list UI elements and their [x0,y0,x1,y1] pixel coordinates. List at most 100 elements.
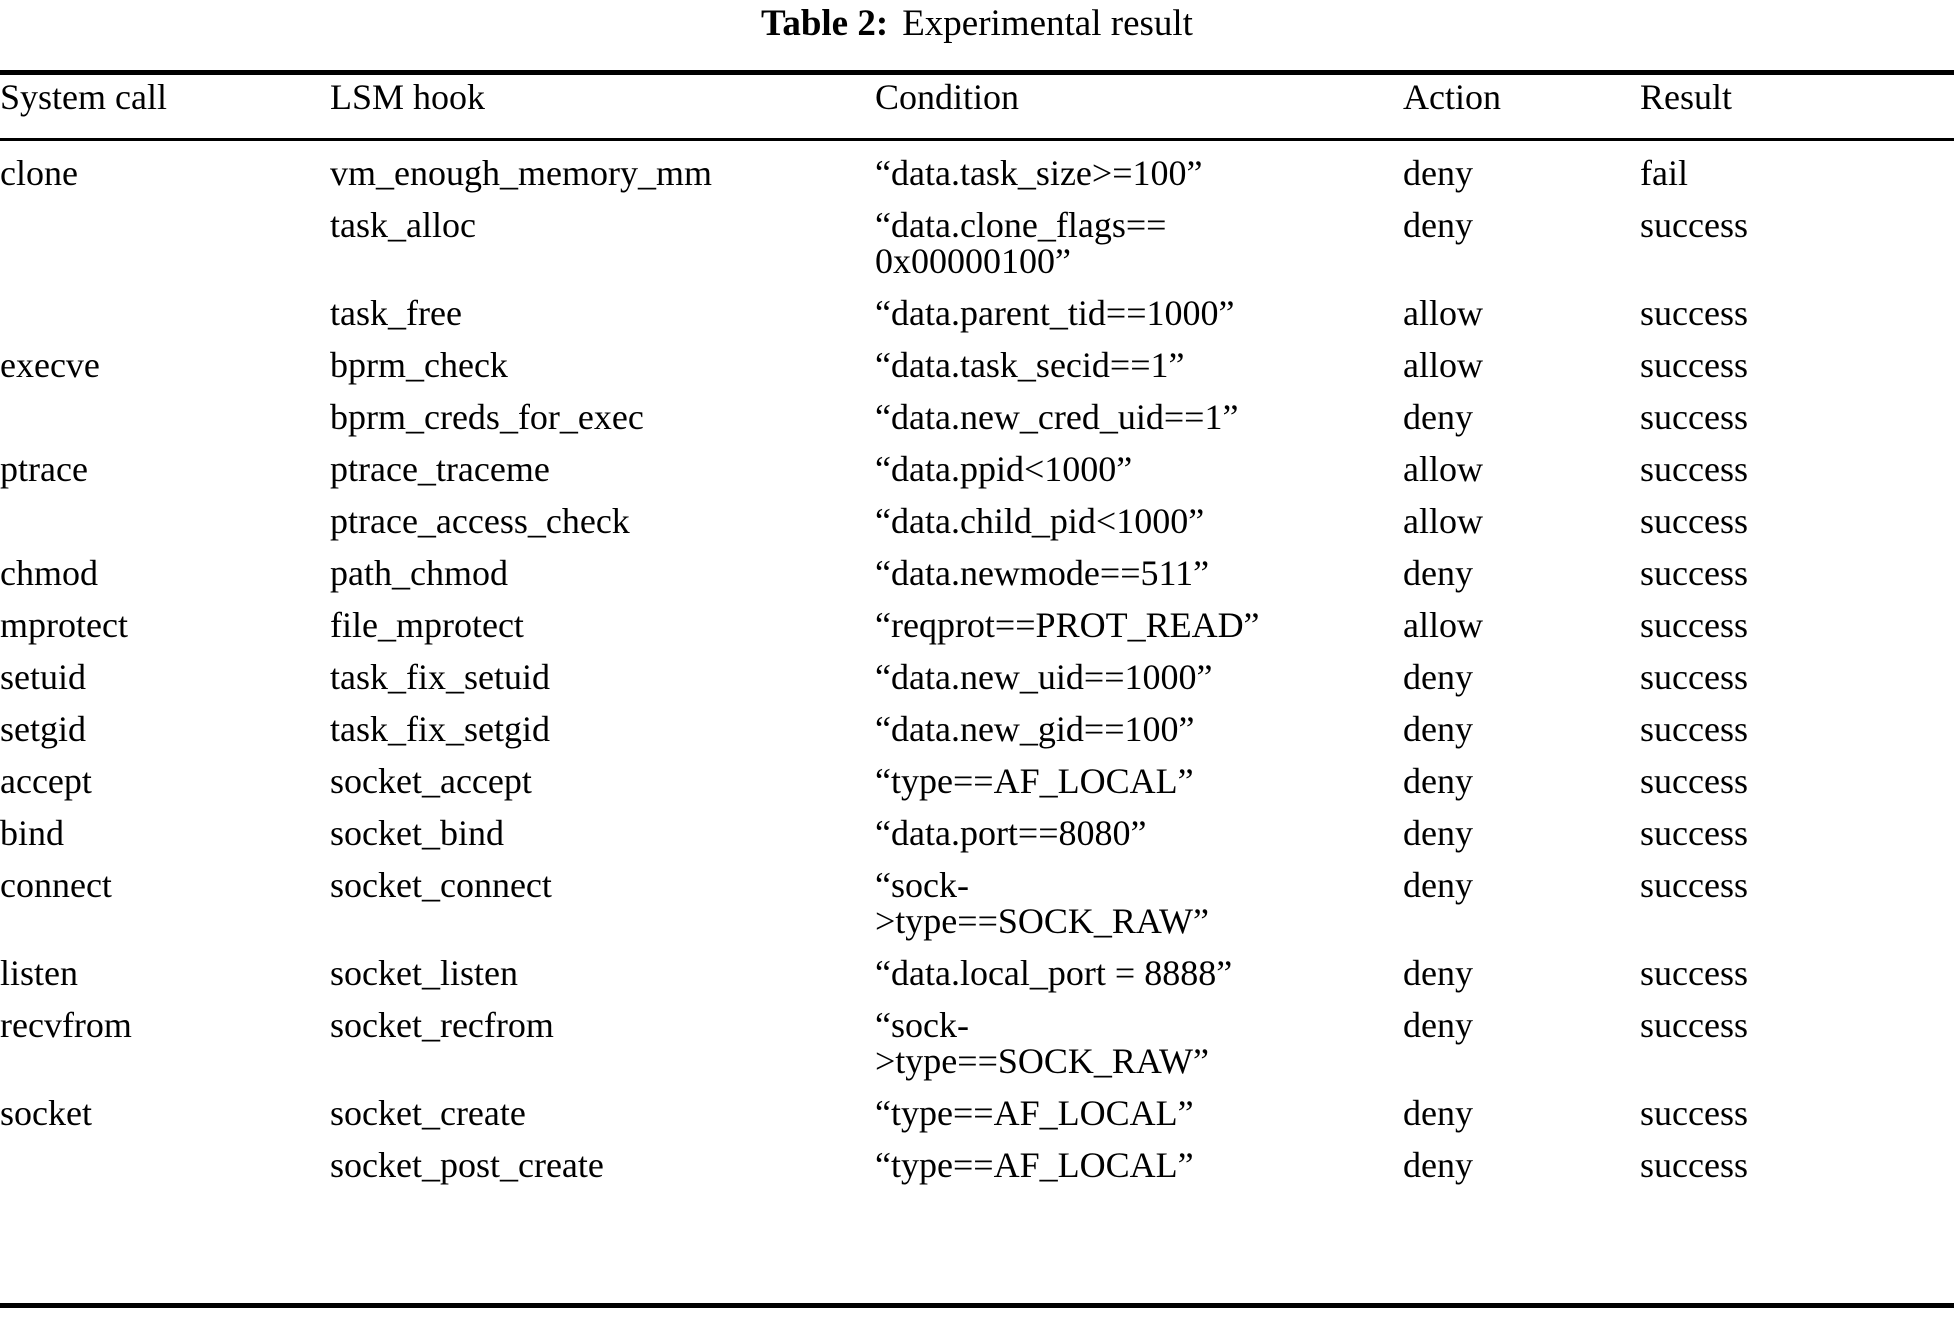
cell-action: deny [1403,953,1473,993]
cell-result: success [1640,761,1748,801]
cell-condition: “type==AF_LOCAL” [875,1093,1194,1133]
cell-system-call: bind [0,813,65,853]
cell-lsm-hook: task_fix_setuid [330,657,550,697]
caption-text: Experimental result [902,3,1193,44]
cell-system-call: ptrace [0,449,88,489]
cell-condition: “type==AF_LOCAL” [875,1145,1194,1185]
caption-label: Table 2: [761,3,889,44]
table-rule-bottom [0,1303,1954,1308]
cell-system-call: socket [0,1093,92,1133]
table-row: ptrace ptrace_traceme “data.ppid<1000” allo… [0,443,1954,495]
table-header: System call LSM hook Condition Action Re… [0,74,1954,143]
cell-system-call [0,287,330,339]
cell-system-call: mprotect [0,605,128,645]
table-row: chmod path_chmod “data.newmode==511” deny su… [0,547,1954,599]
cell-result: success [1640,1145,1748,1185]
cell-lsm-hook: socket_connect [330,865,552,905]
cell-action: deny [1403,865,1473,905]
table-row: listen socket_listen “data.local_port = 88… [0,947,1954,999]
cell-system-call [0,495,330,547]
cell-result: success [1640,709,1748,749]
cell-system-call [0,199,330,287]
cell-system-call: execve [0,345,100,385]
cell-condition: “data.ppid<1000” [875,449,1133,489]
table-rule-top [0,70,1954,75]
cell-system-call: connect [0,865,112,905]
cell-action: deny [1403,709,1473,749]
cell-condition: “data.clone_flags== 0x00000100” [875,205,1167,281]
cell-lsm-hook: vm_enough_memory_mm [330,153,712,193]
cell-condition: “sock- >type==SOCK_RAW” [875,1005,1210,1081]
cell-action: deny [1403,553,1473,593]
cell-action: allow [1403,345,1483,385]
cell-condition: “data.new_uid==1000” [875,657,1213,697]
cell-lsm-hook: socket_accept [330,761,532,801]
cell-lsm-hook: bprm_creds_for_exec [330,397,644,437]
cell-condition: “data.newmode==511” [875,553,1210,593]
cell-lsm-hook: socket_listen [330,953,518,993]
cell-action: allow [1403,501,1483,541]
cell-system-call [0,1139,330,1191]
cell-action: allow [1403,449,1483,489]
cell-action: allow [1403,605,1483,645]
cell-result: success [1640,605,1748,645]
cell-action: deny [1403,657,1473,697]
cell-lsm-hook: ptrace_traceme [330,449,550,489]
cell-result: success [1640,501,1748,541]
column-header-lsm-hook: LSM hook [330,77,486,117]
cell-condition: “data.child_pid<1000” [875,501,1205,541]
column-header-action: Action [1403,77,1501,117]
cell-system-call: recvfrom [0,1005,132,1045]
table-caption: Table 2: Experimental result [0,0,1954,42]
cell-lsm-hook: path_chmod [330,553,508,593]
cell-action: deny [1403,761,1473,801]
cell-result: success [1640,1005,1748,1045]
column-header-result: Result [1640,77,1733,117]
cell-system-call: listen [0,953,78,993]
cell-lsm-hook: task_free [330,293,462,333]
cell-action: deny [1403,1005,1473,1045]
cell-result: success [1640,1093,1748,1133]
table-row: ptrace_access_check “data.child_pid<1000”… [0,495,1954,547]
column-header-condition: Condition [875,77,1020,117]
cell-action: deny [1403,1093,1473,1133]
cell-lsm-hook: ptrace_access_check [330,501,630,541]
table-rule-header [0,138,1954,141]
cell-action: deny [1403,397,1473,437]
cell-lsm-hook: task_fix_setgid [330,709,550,749]
cell-action: deny [1403,153,1473,193]
cell-condition: “sock- >type==SOCK_RAW” [875,865,1210,941]
cell-result: success [1640,553,1748,593]
table-row: task_alloc“data.clone_flags== 0x00000100… [0,199,1954,287]
cell-result: success [1640,205,1748,245]
table-row: execve bprm_check “data.task_secid==1” allo… [0,339,1954,391]
cell-system-call: setuid [0,657,86,697]
cell-lsm-hook: socket_post_create [330,1145,604,1185]
cell-system-call: chmod [0,553,98,593]
cell-result: success [1640,449,1748,489]
cell-condition: “data.parent_tid==1000” [875,293,1235,333]
table-row: setuid task_fix_setuid “data.new_uid==1000… [0,651,1954,703]
cell-result: success [1640,865,1748,905]
cell-condition: “data.task_size>=100” [875,153,1203,193]
cell-lsm-hook: bprm_check [330,345,508,385]
cell-result: success [1640,657,1748,697]
cell-condition: “data.task_secid==1” [875,345,1185,385]
cell-result: success [1640,813,1748,853]
cell-result: success [1640,953,1748,993]
cell-condition: “data.local_port = 8888” [875,953,1233,993]
cell-action: deny [1403,813,1473,853]
cell-action: deny [1403,205,1473,245]
column-header-system-call: System call [0,77,167,117]
cell-condition: “data.new_gid==100” [875,709,1195,749]
